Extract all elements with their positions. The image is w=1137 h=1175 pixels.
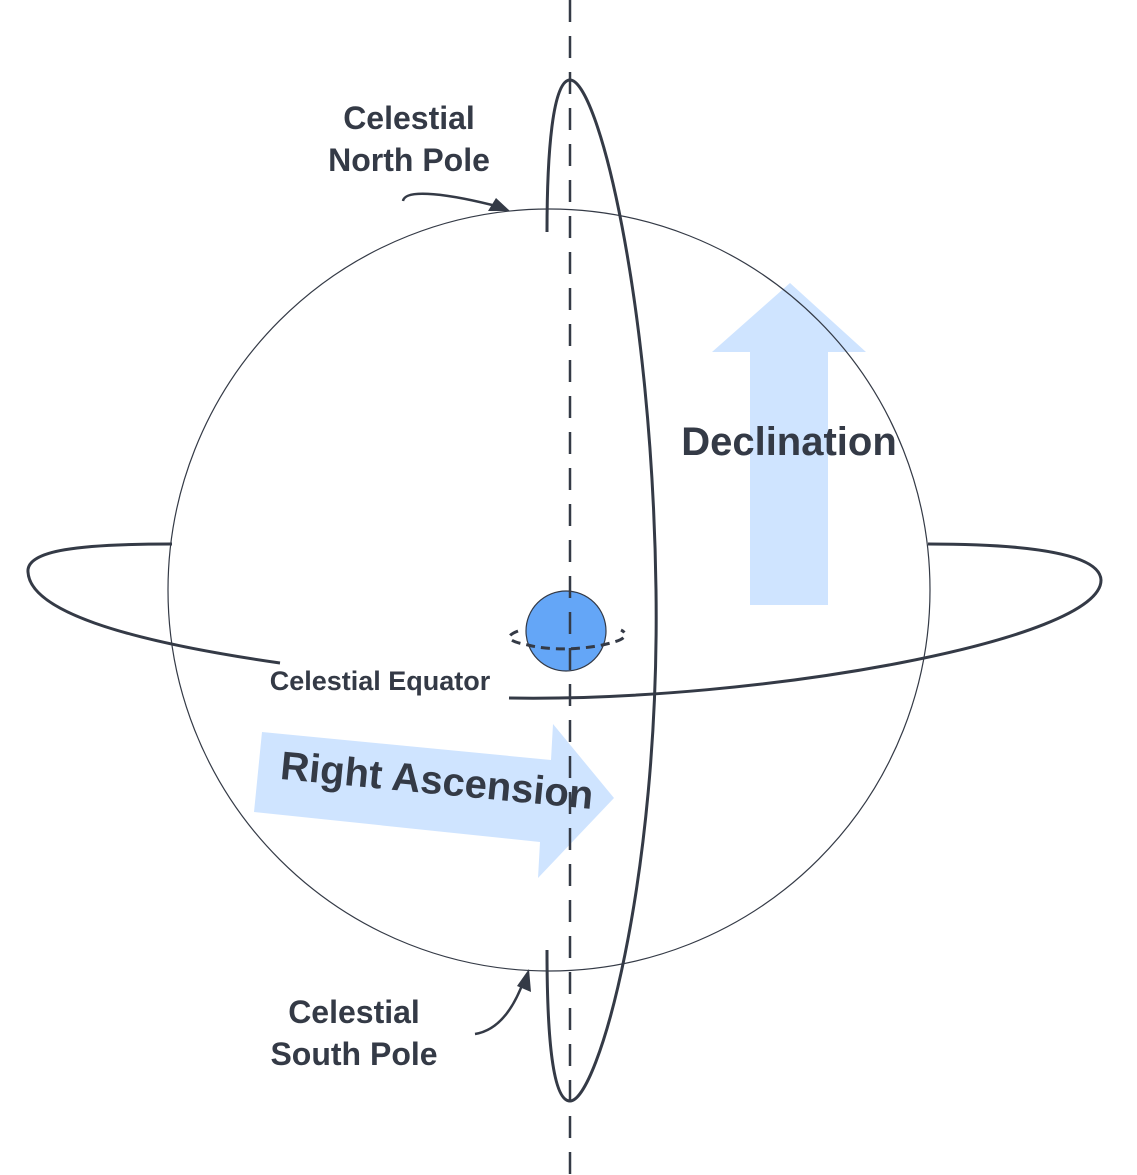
north-pole-pointer-head [488, 198, 510, 211]
celestial-equator-label: Celestial Equator [270, 666, 491, 696]
north-pole-label-line2: North Pole [328, 142, 490, 178]
declination-arrow [712, 283, 866, 605]
right-ascension-arrow [254, 724, 614, 878]
earth [525, 590, 607, 672]
south-pole-label-line2: South Pole [270, 1036, 437, 1072]
north-pole-pointer [401, 192, 501, 209]
celestial-equator-ring-right [508, 542, 1103, 700]
celestial-sphere [167, 208, 931, 972]
declination-label: Declination [681, 420, 897, 464]
celestial-equator-ring [26, 542, 281, 665]
north-pole-label-line1: Celestial [343, 100, 475, 136]
south-pole-pointer-head [517, 969, 531, 992]
south-pole-label-line1: Celestial [288, 994, 420, 1030]
south-pole-pointer [474, 979, 526, 1036]
